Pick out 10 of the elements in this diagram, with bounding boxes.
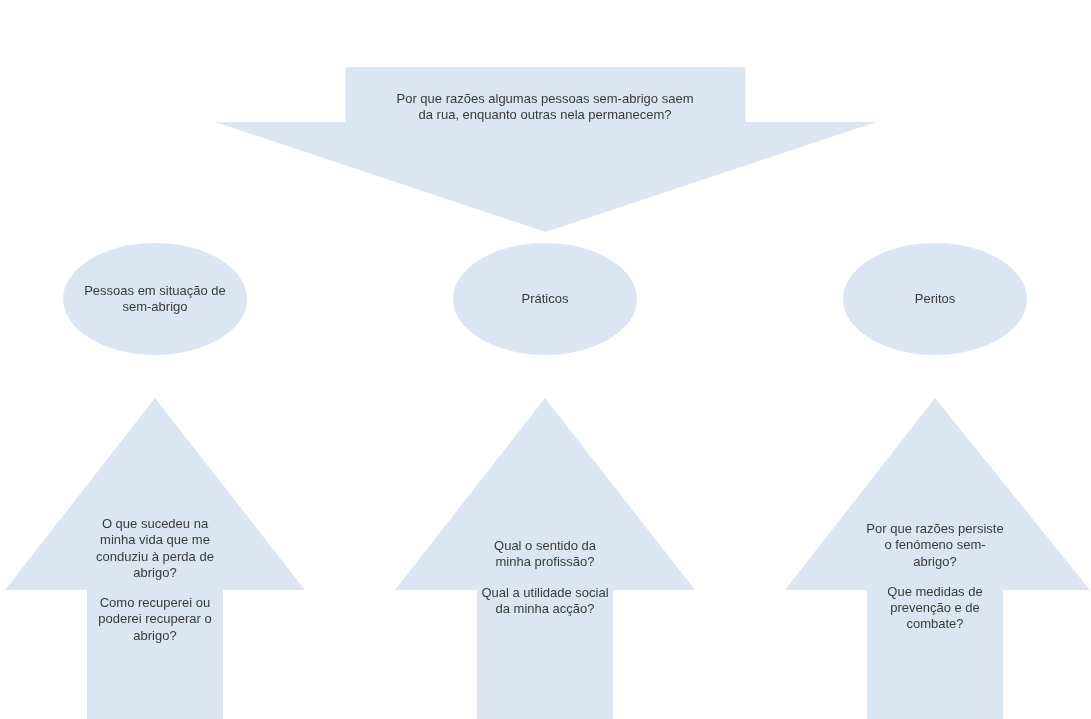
question-text: Qual a utilidade social da minha acção? bbox=[480, 584, 610, 617]
ellipse-label: Pessoas em situação de sem-abrigo bbox=[83, 282, 227, 316]
question-text: Por que razões persiste o fenómeno sem-abrigo? bbox=[865, 521, 1005, 570]
question-text: O que sucedeu na minha vida que me conduziu à perda de abrigo? bbox=[95, 516, 215, 581]
question-text: Qual o sentido da minha profissão? bbox=[493, 538, 597, 571]
ellipse-label: Práticos bbox=[520, 290, 570, 308]
question-text: Que medidas de prevenção e de combate? bbox=[886, 583, 984, 633]
question-text: Como recuperei ou poderei recuperar o abrigo? bbox=[97, 595, 213, 644]
question-text: Por que razões algumas pessoas sem-abrigo saem da rua, enquanto outras nela permanecem? bbox=[395, 91, 695, 124]
ellipse-label: Peritos bbox=[913, 290, 957, 308]
